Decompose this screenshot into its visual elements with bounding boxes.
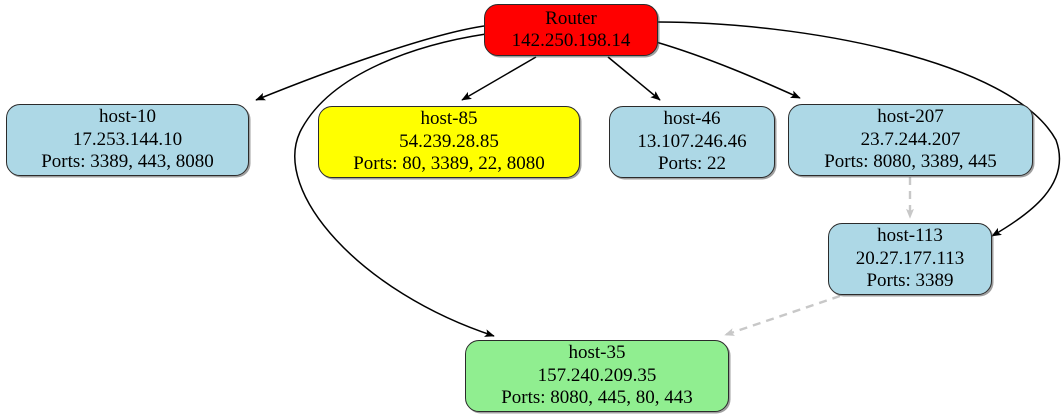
edge-router-to-host-10	[255, 25, 485, 101]
edge-router-to-host-113	[657, 21, 1061, 237]
edge-router-to-host-46	[607, 56, 661, 101]
node-host-85-ip: 54.239.28.85	[399, 130, 499, 152]
node-host-113-ports: Ports: 3389	[866, 270, 954, 292]
node-host-10-ip: 17.253.144.10	[72, 128, 183, 150]
node-host-207-ports: Ports: 8080, 3389, 445	[824, 151, 997, 173]
node-host-85[interactable]: host-85 54.239.28.85 Ports: 80, 3389, 22…	[318, 106, 580, 178]
edge-host-113-to-host-35	[724, 294, 841, 337]
edge-router-to-host-85	[461, 56, 537, 101]
node-host-46[interactable]: host-46 13.107.246.46 Ports: 22	[609, 106, 775, 178]
node-host-10-name: host-10	[99, 106, 156, 128]
node-host-113-name: host-113	[877, 225, 943, 247]
node-host-207-name: host-207	[877, 106, 944, 128]
node-router[interactable]: Router 142.250.198.14	[484, 4, 658, 56]
node-host-113[interactable]: host-113 20.27.177.113 Ports: 3389	[828, 223, 992, 295]
node-host-46-ip: 13.107.246.46	[637, 130, 747, 152]
node-host-46-name: host-46	[663, 108, 721, 130]
node-host-10-ports: Ports: 3389, 443, 8080	[41, 151, 214, 173]
node-host-35-ports: Ports: 8080, 445, 80, 443	[501, 387, 693, 409]
node-host-113-ip: 20.27.177.113	[855, 247, 965, 269]
edge-router-to-host-207	[655, 41, 801, 99]
edge-router-to-host-35	[294, 33, 495, 337]
node-host-85-ports: Ports: 80, 3389, 22, 8080	[353, 153, 545, 175]
node-host-207[interactable]: host-207 23.7.244.207 Ports: 8080, 3389,…	[788, 104, 1033, 176]
node-host-46-ports: Ports: 22	[657, 153, 727, 175]
node-router-ip: 142.250.198.14	[511, 30, 631, 51]
node-host-35-ip: 157.240.209.35	[537, 364, 657, 386]
node-host-35-name: host-35	[568, 342, 626, 364]
node-host-35[interactable]: host-35 157.240.209.35 Ports: 8080, 445,…	[465, 340, 729, 412]
node-host-10[interactable]: host-10 17.253.144.10 Ports: 3389, 443, …	[6, 104, 249, 176]
node-host-85-name: host-85	[420, 108, 478, 130]
node-router-name: Router	[545, 7, 597, 29]
node-host-207-ip: 23.7.244.207	[860, 128, 961, 150]
